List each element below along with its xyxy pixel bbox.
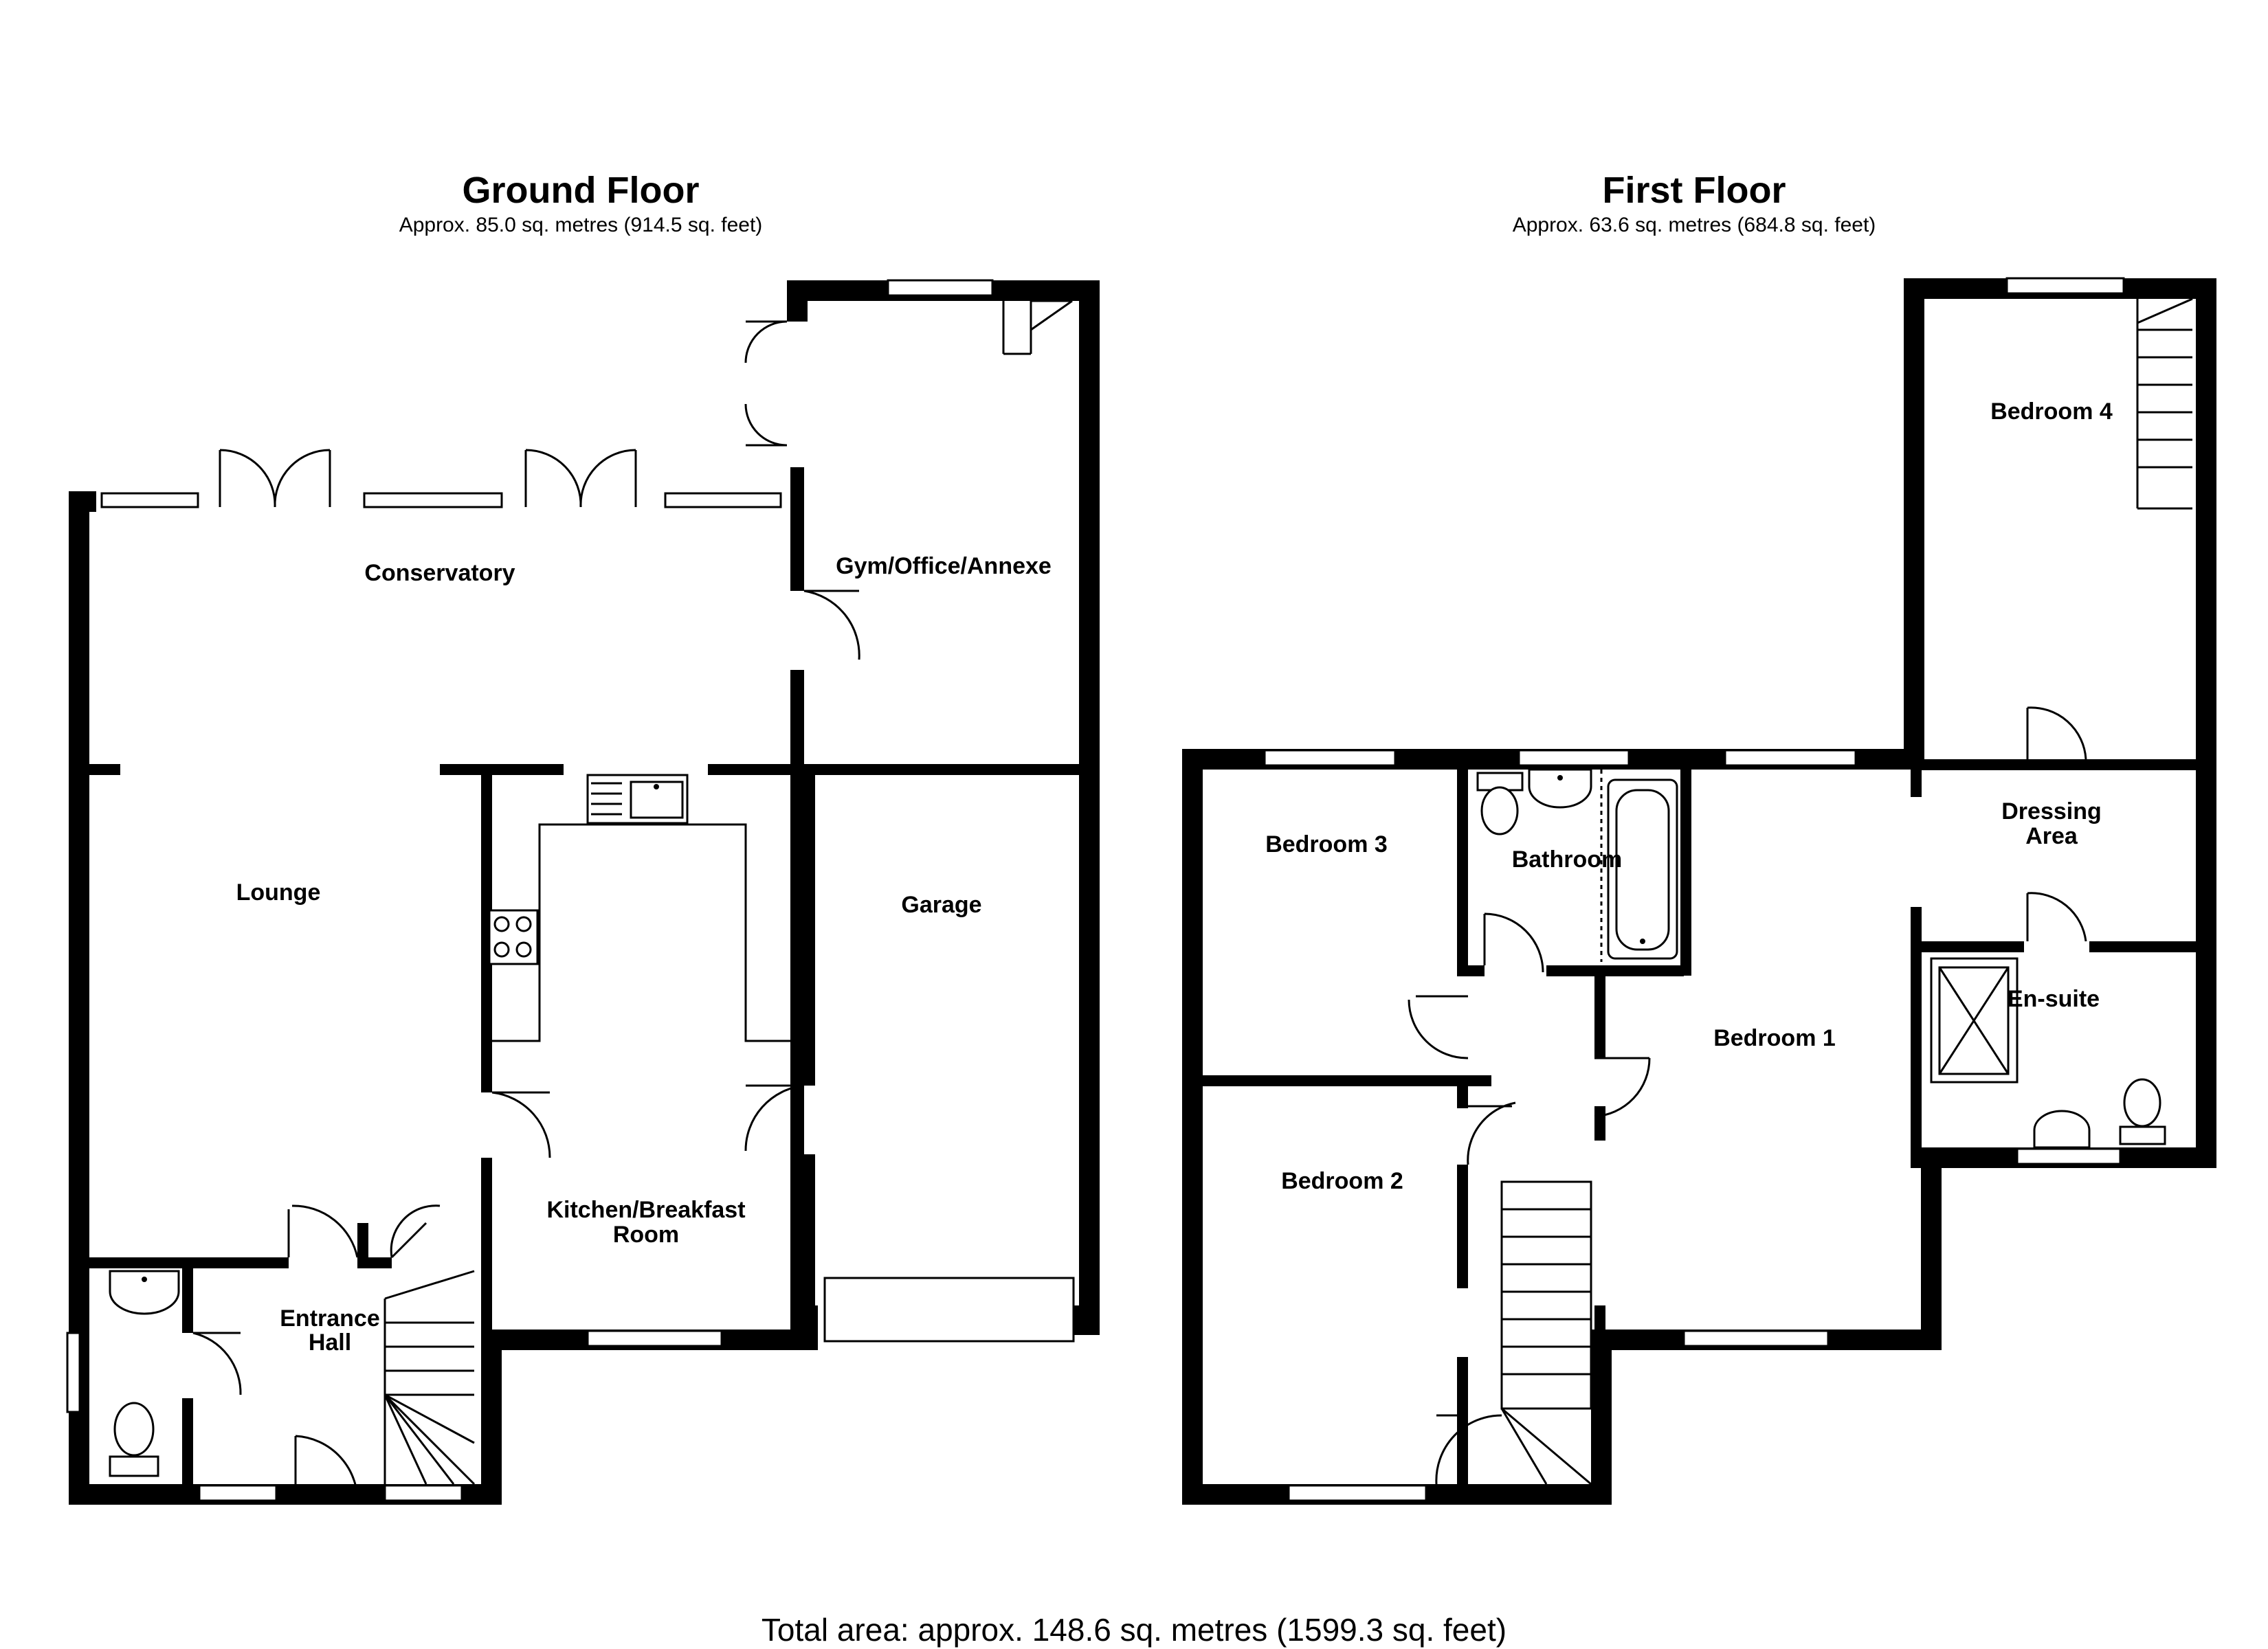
room-label-bathroom: Bathroom bbox=[1512, 846, 1623, 873]
ground-floor-plan: Ground Floor Approx. 85.0 sq. metres (91… bbox=[66, 170, 1100, 1505]
ground-floor-labels: Conservatory Gym/Office/Annexe Lounge Ga… bbox=[236, 553, 1052, 1356]
room-label-bedroom-2: Bedroom 2 bbox=[1281, 1168, 1403, 1194]
room-label-entrance-hall: Entrance bbox=[280, 1305, 380, 1332]
ensuite-toilet-icon bbox=[2119, 1125, 2166, 1145]
room-label-kitchen-line2: Room bbox=[613, 1222, 679, 1248]
ground-floor-fixtures bbox=[109, 300, 1073, 1485]
ground-floor-windows bbox=[66, 279, 1075, 1502]
room-label-gym-office-annexe: Gym/Office/Annexe bbox=[836, 553, 1052, 579]
staircase-first bbox=[1500, 298, 2193, 1485]
toilet-icon bbox=[109, 1455, 159, 1477]
ground-floor-doors bbox=[192, 320, 860, 1505]
room-label-en-suite: En-suite bbox=[2008, 986, 2100, 1012]
room-label-bedroom-3: Bedroom 3 bbox=[1265, 831, 1388, 857]
first-floor-plan: First Floor Approx. 63.6 sq. metres (684… bbox=[1182, 170, 2216, 1505]
first-floor-doors bbox=[1408, 706, 2087, 1485]
first-floor-labels: Bedroom 4 Bedroom 3 Bathroom Dressing Ar… bbox=[1265, 399, 2113, 1194]
washbasin-icon bbox=[1528, 768, 1592, 809]
total-area-caption: Total area: approx. 148.6 sq. metres (15… bbox=[761, 1612, 1507, 1648]
room-label-bedroom-1: Bedroom 1 bbox=[1713, 1025, 1836, 1051]
room-label-conservatory: Conservatory bbox=[364, 560, 515, 586]
room-label-dressing-area-line2: Area bbox=[2025, 823, 2078, 849]
first-floor-area: Approx. 63.6 sq. metres (684.8 sq. feet) bbox=[1513, 214, 1876, 236]
ensuite-washbasin-icon bbox=[2033, 1110, 2091, 1149]
room-label-dressing-area: Dressing bbox=[2001, 798, 2102, 824]
room-label-garage: Garage bbox=[901, 892, 981, 918]
room-label-kitchen: Kitchen/Breakfast bbox=[546, 1197, 745, 1223]
room-label-lounge: Lounge bbox=[236, 879, 321, 906]
room-label-entrance-hall-line2: Hall bbox=[309, 1330, 351, 1356]
room-label-bedroom-4: Bedroom 4 bbox=[1990, 399, 2113, 425]
first-floor-fixtures bbox=[1476, 298, 2193, 1485]
first-floor-title: First Floor bbox=[1603, 170, 1786, 211]
ground-floor-area: Approx. 85.0 sq. metres (914.5 sq. feet) bbox=[399, 214, 763, 236]
first-floor-walls bbox=[1182, 278, 2216, 1505]
washbasin-icon bbox=[109, 1270, 180, 1315]
staircase-ground bbox=[383, 300, 1073, 1485]
kitchen-worktop bbox=[487, 776, 797, 1042]
first-floor-windows bbox=[1263, 277, 2125, 1502]
ground-floor-title: Ground Floor bbox=[463, 170, 700, 211]
